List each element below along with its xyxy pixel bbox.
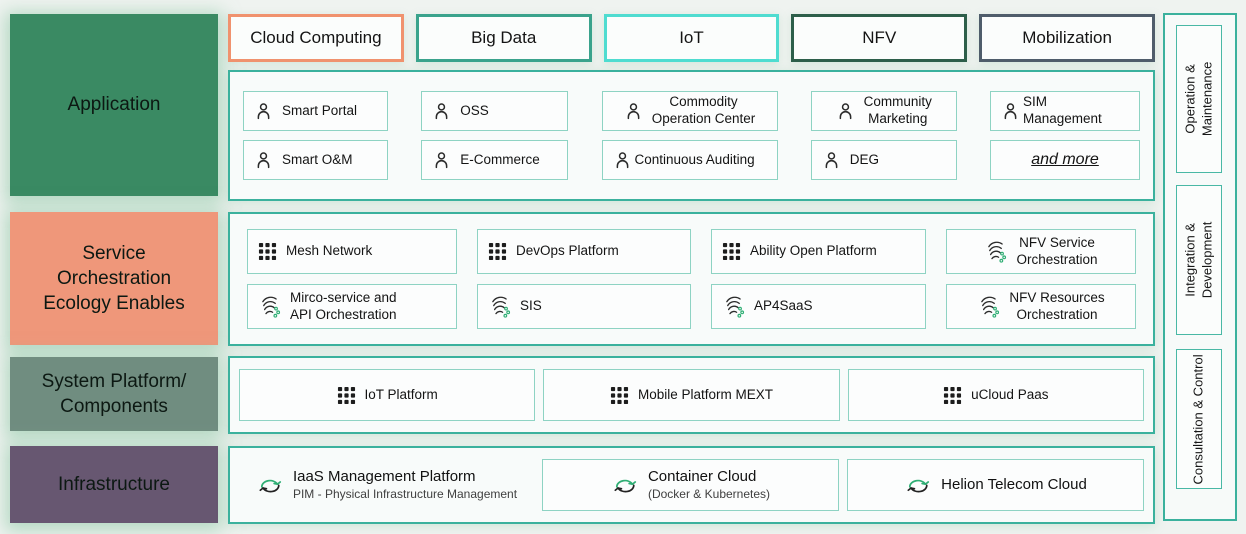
svc-item-mesh-network: Mesh Network — [247, 229, 457, 274]
svc-item-nfv-resources-orchestration: NFV Resources Orchestration — [946, 284, 1136, 329]
grid-icon — [722, 242, 741, 261]
sys-item-label: Mobile Platform MEXT — [637, 386, 774, 402]
svc-item-label: Mesh Network — [286, 243, 373, 259]
app-item-label: SIM Management — [1023, 94, 1102, 126]
svc-item-label: NFV Service Orchestration — [1016, 234, 1098, 267]
infra-item-iaas-management-platform: IaaS Management Platform PIM - Physical … — [239, 459, 534, 511]
svc-item-label: DevOps Platform — [516, 243, 619, 259]
services-swirl-icon — [977, 295, 1000, 318]
grid-icon — [943, 386, 962, 405]
app-item-and-more: and more — [990, 140, 1140, 180]
app-item-label: DEG — [849, 151, 880, 167]
app-item-label: Community Marketing — [863, 94, 932, 126]
lifecycle-label: Consultation & Control — [1190, 353, 1206, 485]
svc-item-devops-platform: DevOps Platform — [477, 229, 691, 274]
lifecycle-column: Operation & Maintenance Integration & De… — [1163, 13, 1237, 521]
app-item-label: Commodity Operation Center — [651, 94, 756, 126]
sys-item-mobile-platform-mext: Mobile Platform MEXT — [543, 369, 840, 421]
svc-item-label: AP4SaaS — [754, 298, 813, 314]
tag-nfv: NFV — [791, 14, 968, 62]
category-system-platform: System Platform/ Components — [10, 357, 218, 431]
grid-icon — [258, 242, 277, 261]
person-icon — [1001, 102, 1020, 121]
services-swirl-icon — [258, 295, 281, 318]
grid-icon — [610, 386, 629, 405]
svc-item-microservice-api-orchestration: Mirco-service and API Orchestration — [247, 284, 457, 329]
lifecycle-operation-maintenance: Operation & Maintenance — [1176, 25, 1222, 173]
app-item-ecommerce: E-Commerce — [421, 140, 569, 180]
app-item-deg: DEG — [810, 140, 957, 180]
person-icon — [254, 102, 273, 121]
grid-icon — [337, 386, 356, 405]
app-item-commodity-operation-center: Commodity Operation Center — [601, 91, 778, 131]
svc-item-label: NFV Resources Orchestration — [1009, 289, 1105, 322]
cloud-sync-icon — [904, 475, 932, 496]
svc-item-sis: SIS — [477, 284, 691, 329]
svc-item-ability-open-platform: Ability Open Platform — [711, 229, 926, 274]
services-swirl-icon — [722, 295, 745, 318]
infra-item-helion-telecom-cloud: Helion Telecom Cloud — [847, 459, 1144, 511]
svc-item-ap4saas: AP4SaaS — [711, 284, 926, 329]
lifecycle-integration-development: Integration & Development — [1176, 185, 1222, 335]
sys-item-iot-platform: IoT Platform — [239, 369, 536, 421]
tag-cloud-computing: Cloud Computing — [228, 14, 404, 62]
tag-iot: IoT — [603, 14, 780, 62]
infra-item-sublabel: PIM - Physical Infrastructure Management — [292, 487, 518, 502]
lifecycle-label: Operation & Maintenance — [1182, 61, 1215, 137]
lifecycle-consultation-control: Consultation & Control — [1176, 349, 1222, 489]
infra-item-label: Helion Telecom Cloud — [941, 475, 1087, 493]
person-icon — [624, 102, 643, 121]
technology-tags-row: Cloud Computing Big Data IoT NFV Mobiliz… — [228, 14, 1155, 62]
system-platform-container: IoT Platform Mobile Platform MEXT uCloud… — [228, 356, 1155, 434]
app-item-label: Smart Portal — [282, 102, 358, 118]
infra-item-label: IaaS Management Platform — [292, 467, 476, 485]
person-icon — [836, 102, 855, 121]
sys-item-label: uCloud Paas — [971, 386, 1049, 402]
application-container: Smart Portal OSS Commodity Operation Cen… — [228, 70, 1155, 201]
infra-item-container-cloud: Container Cloud (Docker & Kubernetes) — [542, 459, 839, 511]
cloud-sync-icon — [611, 475, 639, 496]
cloud-sync-icon — [256, 475, 284, 496]
grid-icon — [488, 242, 507, 261]
app-item-smart-portal: Smart Portal — [243, 91, 388, 131]
app-item-oss: OSS — [421, 91, 569, 131]
service-orchestration-container: Mesh Network DevOps Platform Ability Ope… — [228, 212, 1155, 346]
infrastructure-container: IaaS Management Platform PIM - Physical … — [228, 446, 1155, 524]
person-icon — [254, 151, 273, 170]
app-item-label: Smart O&M — [282, 151, 353, 167]
app-item-label: and more — [1031, 151, 1099, 168]
infra-item-sublabel: (Docker & Kubernetes) — [647, 487, 771, 502]
lifecycle-label: Integration & Development — [1182, 221, 1215, 299]
app-item-sim-management: SIM Management — [990, 91, 1140, 131]
app-item-community-marketing: Community Marketing — [810, 91, 957, 131]
svc-item-label: Ability Open Platform — [750, 243, 877, 259]
person-icon — [432, 151, 451, 170]
person-icon — [432, 102, 451, 121]
services-swirl-icon — [488, 295, 511, 318]
svc-item-nfv-service-orchestration: NFV Service Orchestration — [946, 229, 1136, 274]
person-icon — [822, 151, 841, 170]
category-service-orchestration: Service Orchestration Ecology Enables — [10, 212, 218, 345]
tag-mobilization: Mobilization — [979, 14, 1155, 62]
svc-item-label: SIS — [520, 298, 542, 314]
svc-item-label: Mirco-service and API Orchestration — [290, 289, 397, 322]
category-infrastructure: Infrastructure — [10, 446, 218, 523]
infra-item-label: Container Cloud — [647, 467, 757, 485]
person-icon — [613, 151, 632, 170]
app-item-label: Continuous Auditing — [634, 151, 755, 167]
app-item-label: E-Commerce — [460, 151, 540, 167]
app-item-label: OSS — [460, 102, 489, 118]
tag-big-data: Big Data — [415, 14, 592, 62]
services-swirl-icon — [984, 240, 1007, 263]
app-item-smart-om: Smart O&M — [243, 140, 388, 180]
sys-item-ucloud-paas: uCloud Paas — [847, 369, 1144, 421]
sys-item-label: IoT Platform — [364, 386, 438, 402]
app-item-continuous-auditing: Continuous Auditing — [601, 140, 778, 180]
category-application: Application — [10, 14, 218, 196]
